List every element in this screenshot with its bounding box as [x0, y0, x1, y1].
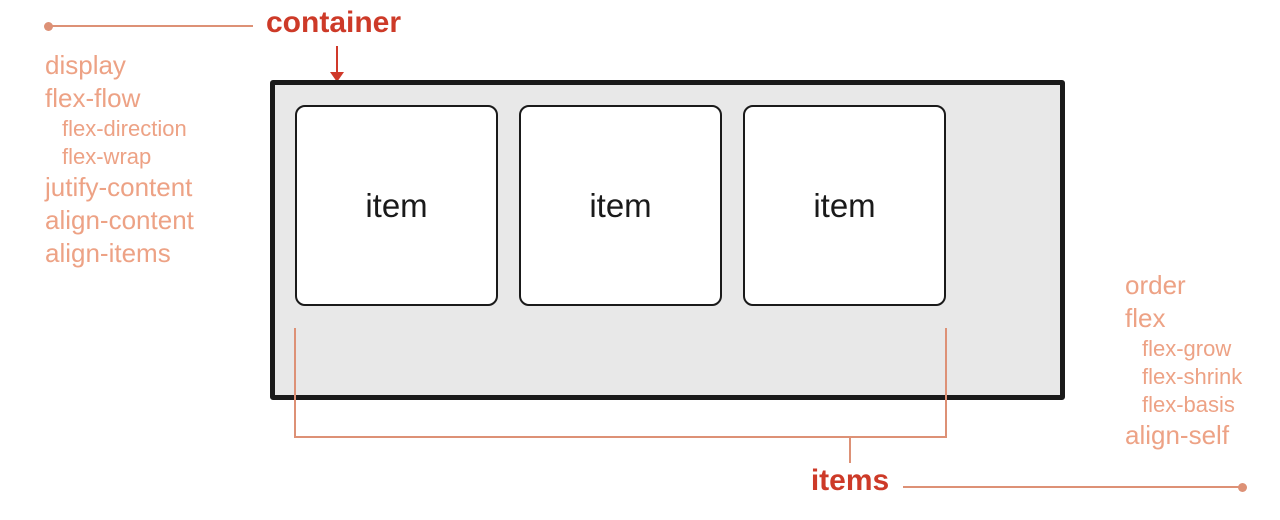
container-label: container — [266, 6, 402, 39]
label-flex: flex — [1125, 303, 1166, 333]
label-flex-shrink: flex-shrink — [1142, 364, 1243, 389]
item-properties-list: order flex flex-grow flex-shrink flex-ba… — [1125, 269, 1242, 452]
label-flex-wrap: flex-wrap — [62, 144, 152, 169]
label-flex-basis: flex-basis — [1142, 392, 1235, 417]
label-jutify-content: jutify-content — [45, 172, 193, 202]
label-flex-flow: flex-flow — [45, 83, 141, 113]
label-order: order — [1125, 270, 1186, 300]
items-bracket-bottom-line — [294, 436, 947, 438]
items-leader-dot — [1238, 483, 1247, 492]
items-bracket-left-line — [294, 328, 296, 438]
label-flex-direction: flex-direction — [62, 116, 187, 141]
flex-item-2: item — [519, 105, 722, 306]
flex-item-3: item — [743, 105, 946, 306]
container-leader-line — [50, 25, 253, 27]
label-align-content: align-content — [45, 205, 194, 235]
items-label: items — [810, 464, 890, 497]
label-align-items: align-items — [45, 238, 171, 268]
container-arrow-head-icon — [330, 72, 344, 82]
container-arrow — [336, 46, 338, 73]
items-bracket-right-line — [945, 328, 947, 438]
flex-container-box: item item item — [270, 80, 1065, 400]
label-display: display — [45, 50, 126, 80]
items-leader-line — [903, 486, 1240, 488]
items-bracket-tick-line — [849, 438, 851, 463]
container-properties-list: display flex-flow flex-direction flex-wr… — [45, 49, 194, 270]
label-align-self: align-self — [1125, 420, 1230, 450]
container-leader-dot — [44, 22, 53, 31]
flex-item-1: item — [295, 105, 498, 306]
label-flex-grow: flex-grow — [1142, 336, 1232, 361]
